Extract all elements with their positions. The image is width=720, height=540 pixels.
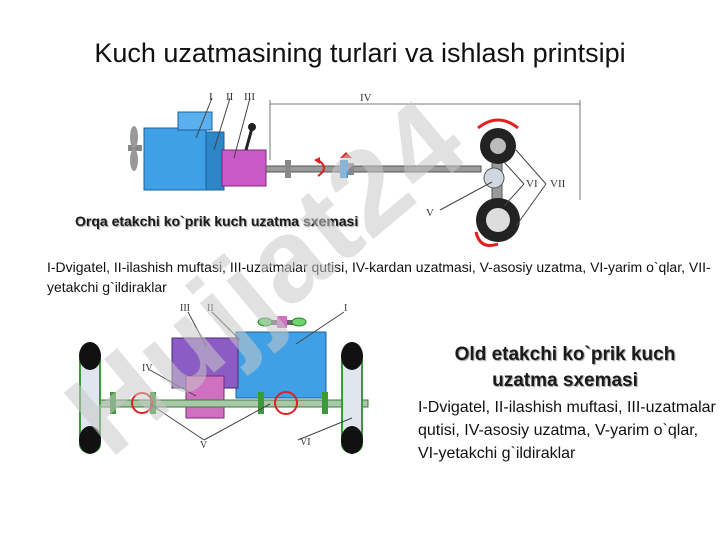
front-wheel-left [79, 342, 101, 454]
rear-label-7: VII [550, 178, 566, 190]
watermark-text: Hujjat24 [42, 73, 491, 479]
rear-diagram-legend: I-Dvigatel, II-ilashish muftasi, III-uza… [47, 259, 711, 295]
front-fan [257, 316, 307, 328]
front-diagram-title: Old etakchi ko`prik kuch uzatma sxemasi [454, 344, 676, 391]
front-label-2: II [207, 303, 214, 314]
propeller-shaft [265, 165, 482, 173]
rear-label-5: V [426, 207, 434, 219]
front-wheel-right [341, 342, 363, 454]
rear-diagram-caption: Orqa etakchi ko`prik kuch uzatma sxemasi [75, 213, 359, 229]
front-final-drive-block [185, 375, 225, 419]
front-label-6: VI [300, 437, 311, 448]
rear-wheel-bottom [474, 198, 520, 247]
rear-wheel-top [477, 118, 519, 164]
front-label-5: V [200, 440, 208, 451]
slide-title: Kuch uzatmasining turlari va ishlash pri… [94, 38, 626, 68]
final-drive [483, 167, 505, 189]
rear-label-3: III [244, 91, 255, 103]
front-label-3: I [344, 303, 347, 314]
engine-fan [128, 126, 142, 171]
front-label-4: IV [142, 363, 153, 374]
front-label-1: III [180, 303, 190, 314]
rear-label-1: I [209, 91, 213, 103]
rear-label-6: VI [526, 178, 538, 190]
gearbox-block [221, 149, 267, 187]
rear-label-4: IV [360, 92, 372, 104]
rear-label-2: II [226, 91, 234, 103]
front-diagram-legend: I-Dvigatel, II-ilashish muftasi, III-uza… [418, 399, 716, 462]
